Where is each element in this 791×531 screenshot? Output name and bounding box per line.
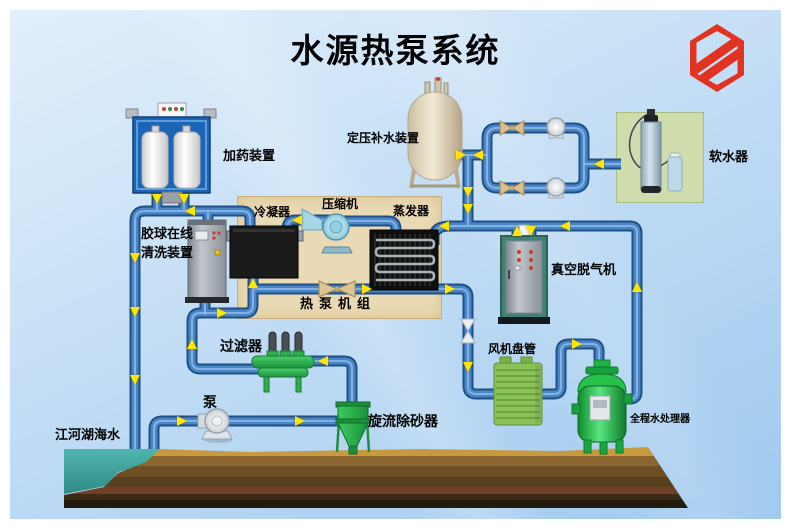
label-dosing-device: 加药装置: [223, 149, 276, 164]
company-logo-icon: [690, 24, 744, 92]
label-softener: 软水器: [709, 150, 749, 165]
flow-arrow-right: [217, 308, 227, 318]
flow-arrow-up: [632, 282, 642, 292]
evaporator-unit: [369, 229, 439, 291]
label-filter: 过滤器: [220, 339, 262, 355]
flow-arrow-down: [130, 307, 140, 317]
label-condenser: 冷凝器: [254, 205, 291, 219]
flow-arrow-down: [152, 194, 162, 204]
flow-arrow-left: [594, 159, 604, 169]
label-pump: 泵: [203, 395, 217, 411]
flow-arrow-left: [185, 206, 195, 216]
label-degasser: 真空脱气机: [551, 263, 617, 278]
label-cyclone: 旋流除砂器: [368, 414, 438, 430]
drop-line-valve: [460, 318, 476, 344]
softener-unit: [628, 109, 683, 193]
page-title: 水源热泵系统: [290, 31, 501, 70]
flow-arrow-right: [572, 339, 582, 349]
flow-arrow-left: [439, 221, 449, 231]
ground-layers: [64, 447, 688, 508]
label-water-processor: 全程水处理器: [630, 414, 690, 425]
river-water: [64, 449, 160, 494]
label-evaporator: 蒸发器: [393, 204, 430, 218]
pipe-evaporator-compressor: [340, 220, 397, 236]
pipe-fancoil-processor: [538, 343, 600, 395]
flow-arrow-up: [248, 278, 258, 288]
dosing-device: [125, 102, 217, 204]
compressor-unit: [301, 208, 353, 254]
flow-arrow-right: [177, 416, 187, 426]
label-ball-cleaning-2: 清洗装置: [141, 246, 194, 261]
label-ball-cleaning-1: 胶球在线: [141, 227, 194, 242]
pipe-processor-evaporator: [433, 225, 638, 400]
flow-arrow-down: [526, 226, 536, 236]
label-river-water: 江河湖海水: [55, 428, 121, 443]
condenser-unit: [226, 225, 304, 279]
flow-arrow-down: [130, 253, 140, 263]
flow-arrow-left: [292, 215, 302, 225]
label-compressor: 压缩机: [322, 197, 359, 211]
flow-arrow-up: [512, 226, 522, 236]
flow-arrow-down: [463, 187, 473, 197]
pipe-filter-riser: [191, 276, 262, 370]
flow-arrow-right: [456, 150, 466, 160]
flow-arrow-right: [295, 416, 305, 426]
flow-arrow-down: [179, 194, 189, 204]
label-fan-coil: 风机盘管: [488, 342, 537, 356]
cyclone-separator: [335, 401, 371, 455]
flow-arrow-down: [463, 204, 473, 214]
flow-arrow-left: [473, 150, 483, 160]
heat-pump-valve: [318, 280, 356, 298]
main-pump: [197, 408, 233, 443]
pipe-pump-suction: [153, 420, 208, 455]
fan-coil-unit: [493, 356, 543, 426]
makeup-water-tank: [407, 77, 463, 189]
filter-unit: [251, 331, 315, 393]
flow-arrow-right: [362, 284, 372, 294]
flow-arrow-up: [187, 339, 197, 349]
flow-arrow-down: [130, 375, 140, 385]
label-heat-pump-unit: 热泵机组: [300, 297, 377, 312]
makeup-loop-valves-pumps: [499, 117, 566, 199]
pipe-cyclone-filter: [306, 360, 353, 410]
ball-cleaning-cabinet: [185, 219, 229, 303]
flow-arrow-left: [318, 356, 328, 366]
water-processor-tank: [571, 359, 633, 455]
flow-arrow-left: [560, 221, 570, 231]
vacuum-degasser-cabinet: [498, 224, 550, 324]
flow-arrow-right: [445, 284, 455, 294]
label-makeup-tank: 定压补水装置: [347, 131, 420, 145]
pipe-pump-loop: [486, 127, 585, 189]
flow-arrow-down: [463, 362, 473, 372]
